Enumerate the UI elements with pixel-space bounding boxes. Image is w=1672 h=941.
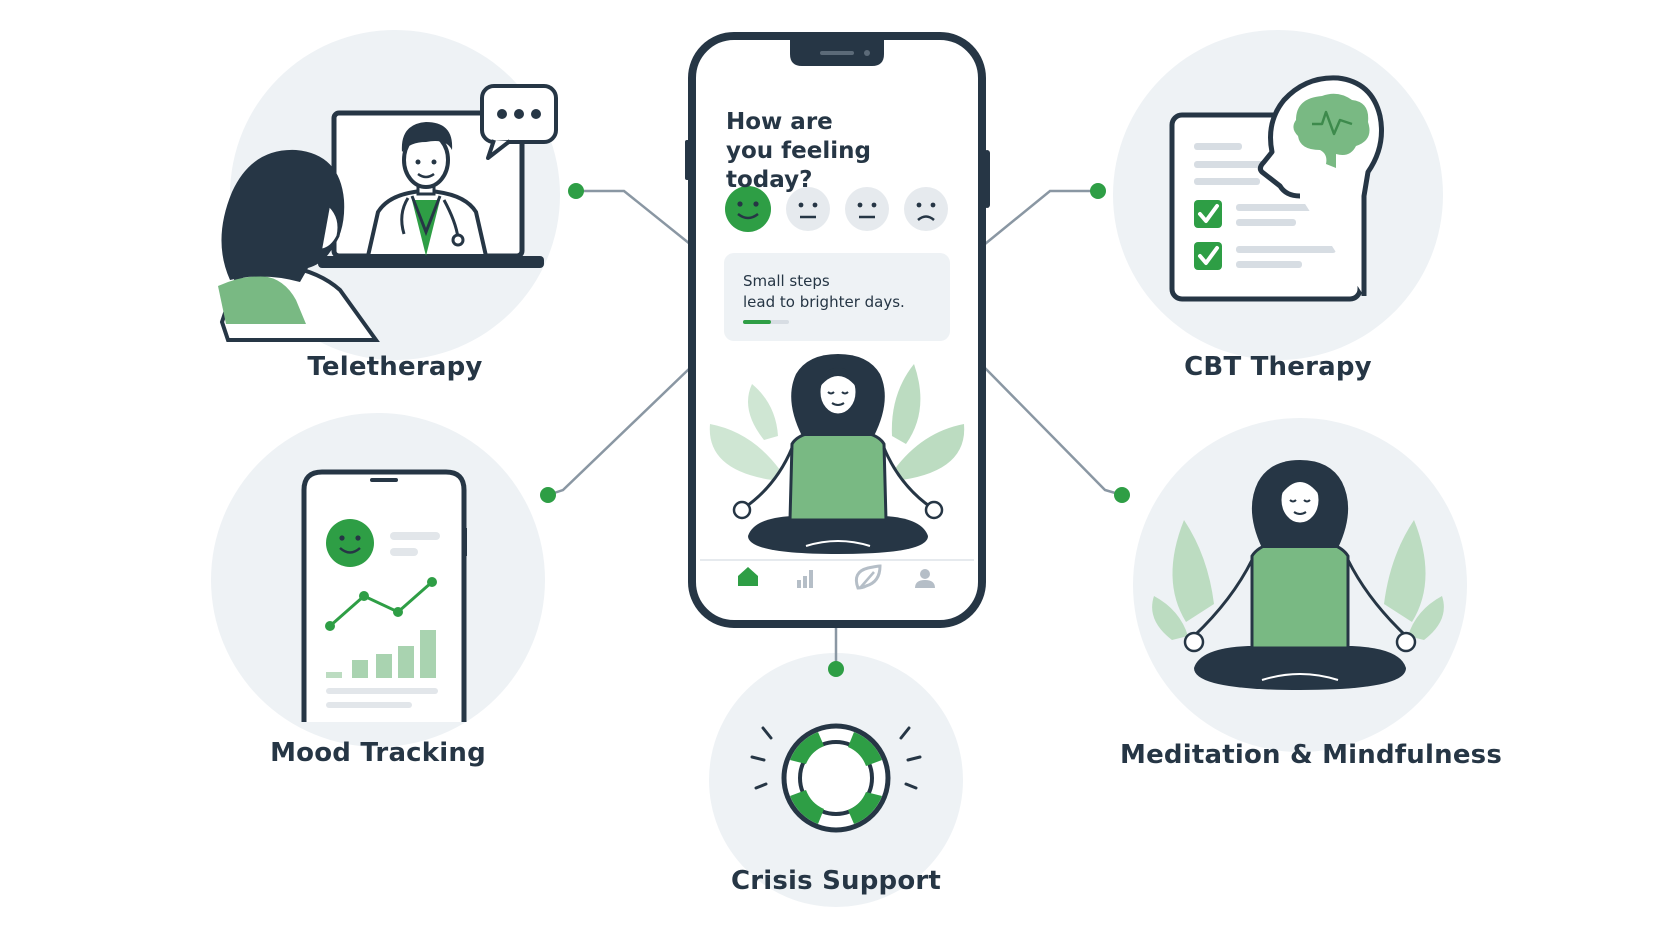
sad-face-icon[interactable] <box>904 187 948 231</box>
connector-dot-crisis <box>828 661 844 677</box>
profile-icon[interactable] <box>915 569 935 588</box>
teletherapy-label: Teletherapy <box>307 352 483 382</box>
quote-line1: Small steps <box>743 272 830 290</box>
connector-dot-teletherapy <box>568 183 584 199</box>
connectors <box>547 189 1123 668</box>
connector-dot-cbt <box>1090 183 1106 199</box>
mood-tracking-label: Mood Tracking <box>270 738 486 768</box>
cbt-illustration <box>1169 75 1384 302</box>
teletherapy-illustration <box>218 84 558 342</box>
quote-line2: lead to brighter days. <box>743 293 905 311</box>
meditation-illustration <box>1152 460 1444 690</box>
meditating-woman-illustration <box>709 354 965 554</box>
cbt-therapy-label: CBT Therapy <box>1184 352 1372 382</box>
quote-text: Small steps lead to brighter days. <box>743 271 943 313</box>
mood-selector[interactable] <box>725 186 948 232</box>
mood-question-line2: you feeling today? <box>726 138 871 193</box>
neutral-face-icon[interactable] <box>845 187 889 231</box>
chart-icon[interactable] <box>797 570 813 588</box>
home-icon[interactable] <box>738 567 758 586</box>
happy-face-icon[interactable] <box>725 186 771 232</box>
quote-card <box>724 253 950 341</box>
mood-question: How are you feeling today? <box>726 108 946 195</box>
quote-progress-fill <box>743 320 771 324</box>
doctor-figure <box>365 122 489 258</box>
meditation-label: Meditation & Mindfulness <box>1120 740 1503 770</box>
phone-mockup <box>685 32 990 628</box>
neutral-face-icon[interactable] <box>786 187 830 231</box>
mood-question-line1: How are <box>726 109 833 135</box>
mood-tracking-illustration <box>301 469 467 722</box>
connector-dot-mood <box>540 487 556 503</box>
crisis-support-label: Crisis Support <box>730 866 942 896</box>
leaf-icon[interactable] <box>854 564 882 590</box>
happy-face-icon <box>326 519 374 567</box>
bottom-nav <box>738 564 935 590</box>
lifebuoy-icon <box>750 723 922 833</box>
speech-bubble-icon <box>480 84 558 160</box>
patient-figure <box>218 149 380 342</box>
brain-icon <box>1293 93 1370 168</box>
connector-dot-meditation <box>1114 487 1130 503</box>
